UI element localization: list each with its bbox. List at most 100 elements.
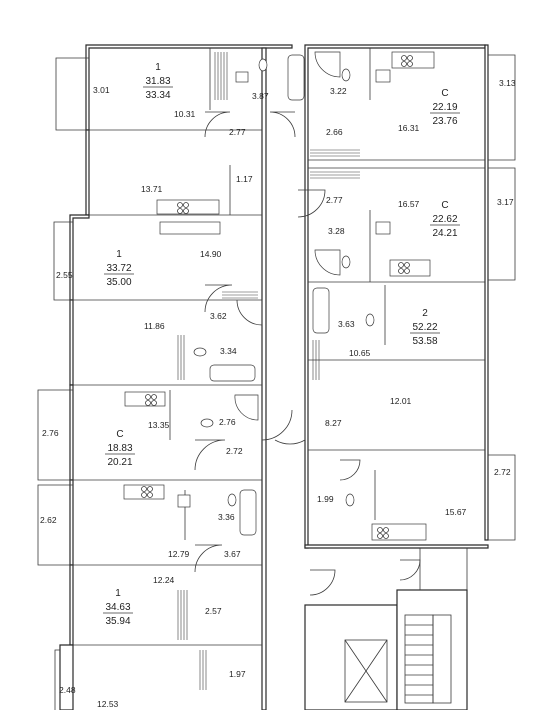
room-area-label: 1.99 (317, 494, 334, 504)
room-area-label: 12.53 (97, 699, 119, 709)
toilet-icon (227, 493, 237, 507)
room-area-label: 12.24 (153, 575, 175, 585)
apartment-rooms-label: C (116, 429, 123, 440)
apartment-3: C 22.62 24.21 (430, 200, 460, 239)
sink-icon (375, 69, 391, 83)
stair-core (344, 614, 452, 704)
stove-icon (141, 55, 413, 539)
hatch-1 (214, 52, 228, 100)
apartment-total-area: 33.34 (145, 90, 170, 101)
apartment-total-area: 35.94 (105, 616, 130, 627)
hatch-2 (310, 149, 360, 157)
apartment-total-area: 53.58 (412, 336, 437, 347)
hatch-3 (310, 171, 360, 179)
room-area-label: 10.31 (174, 109, 196, 119)
room-area-label: 3.67 (224, 549, 241, 559)
room-area-label: 12.01 (390, 396, 412, 406)
apartment-living-area: 18.83 (107, 443, 132, 454)
apartment-total-area: 35.00 (106, 277, 131, 288)
apartment-total-area: 24.21 (432, 228, 457, 239)
apartment-rooms-label: 1 (115, 588, 121, 599)
apartment-living-area: 33.72 (106, 263, 131, 274)
room-area-label: 12.79 (168, 549, 190, 559)
room-area-label: 8.27 (325, 418, 342, 428)
room-area-label: 11.86 (144, 321, 165, 331)
room-area-label: 1.17 (236, 174, 253, 184)
room-area-label: 2.62 (40, 515, 57, 525)
room-area-label: 14.90 (200, 249, 222, 259)
apartment-rooms-label: 2 (422, 308, 428, 319)
room-area-label: 2.72 (226, 446, 243, 456)
apartment-labels: 1 31.83 33.34 C 22.19 23.76 C 22.62 24.2… (103, 62, 460, 627)
apartment-living-area: 31.83 (145, 76, 170, 87)
kitchen-counter (371, 523, 427, 541)
bathtub-icon (209, 364, 256, 382)
shower-icon (314, 51, 341, 78)
toilet-icon (341, 68, 351, 82)
shower-icon (314, 249, 341, 276)
apartment-1: 1 31.83 33.34 (143, 62, 173, 101)
apartment-rooms-label: 1 (116, 249, 122, 260)
room-area-label: 3.01 (93, 85, 110, 95)
room-area-label: 2.76 (42, 428, 59, 438)
apartment-6: C 18.83 20.21 (105, 429, 135, 468)
doors (194, 111, 421, 596)
apartment-5: 2 52.22 53.58 (410, 308, 440, 347)
storage-hatching (177, 52, 360, 690)
hatch-8 (199, 650, 207, 690)
room-area-label: 2.77 (229, 127, 246, 137)
apartment-living-area: 52.22 (412, 322, 437, 333)
room-area-label: 16.57 (398, 199, 420, 209)
shower-icon (234, 394, 259, 421)
room-area-label: 13.71 (141, 184, 163, 194)
outer-walls (37, 44, 516, 710)
room-area-label: 16.31 (398, 123, 420, 133)
room-area-label: 3.13 (499, 78, 516, 88)
room-area-label: 3.87 (252, 91, 269, 101)
room-area-label: 15.67 (445, 507, 467, 517)
room-area-label: 2.72 (494, 467, 511, 477)
room-area-label: 2.76 (219, 417, 236, 427)
apartment-total-area: 23.76 (432, 116, 457, 127)
kitchen-counter (123, 484, 165, 500)
apartment-rooms-label: C (441, 88, 448, 99)
sink-icon (375, 221, 391, 235)
fixtures (123, 51, 435, 541)
room-area-label: 3.34 (220, 346, 237, 356)
hatch-5 (177, 335, 185, 380)
room-area-label: 2.66 (326, 127, 343, 137)
kitchen-counter (389, 259, 431, 277)
partitions (73, 48, 485, 646)
room-area-label: 3.62 (210, 311, 227, 321)
room-area-label: 3.36 (218, 512, 235, 522)
room-area-label: 2.77 (326, 195, 343, 205)
room-area-label: 2.48 (59, 685, 76, 695)
sink-icon (177, 494, 191, 508)
hatch-6 (312, 340, 320, 380)
room-area-label: 2.57 (205, 606, 222, 616)
toilet-icon (193, 347, 207, 357)
room-area-label: 1.97 (229, 669, 246, 679)
apartment-rooms-label: 1 (155, 62, 161, 73)
apartment-living-area: 34.63 (105, 602, 130, 613)
bathtub-icon (239, 489, 257, 536)
toilet-icon (200, 418, 214, 428)
kitchen-counter (391, 51, 435, 69)
room-area-label: 3.63 (338, 319, 355, 329)
apartment-living-area: 22.62 (432, 214, 457, 225)
apartment-living-area: 22.19 (432, 102, 457, 113)
apartment-4: 1 33.72 35.00 (104, 249, 134, 288)
toilet-icon (365, 313, 375, 327)
toilet-icon (345, 493, 355, 507)
room-area-label: 3.17 (497, 197, 514, 207)
room-area-label: 13.35 (148, 420, 170, 430)
room-labels: 3.01 10.31 3.87 2.77 3.22 3.13 2.66 16.3… (40, 78, 516, 709)
toilet-icon (258, 58, 268, 72)
kitchen-counter (159, 221, 221, 235)
hatch-7 (177, 590, 188, 640)
room-area-label: 2.55 (56, 270, 73, 280)
apartment-7: 1 34.63 35.94 (103, 588, 133, 627)
room-area-label: 10.65 (349, 348, 371, 358)
sink-icon (235, 71, 249, 83)
toilet-icon (341, 255, 351, 269)
